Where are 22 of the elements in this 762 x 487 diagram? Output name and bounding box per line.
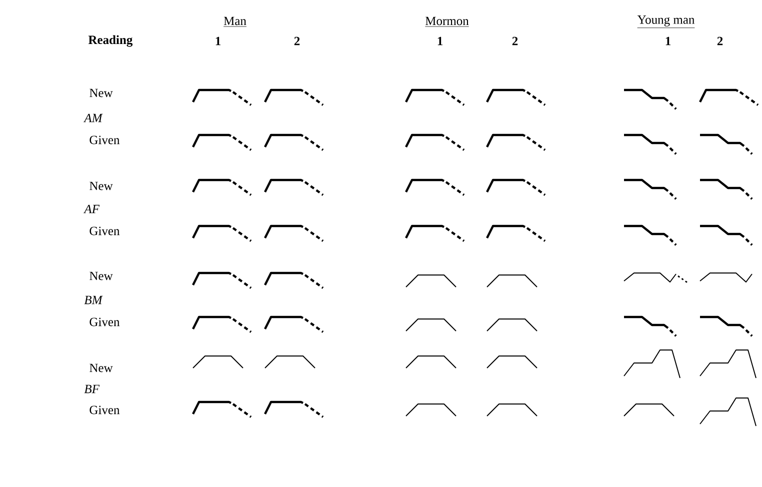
row-label: Given: [90, 226, 120, 236]
column-heading: 1: [438, 36, 442, 46]
row-label: Given: [90, 136, 120, 144]
column-heading: 2: [717, 36, 723, 46]
row-label: Given: [90, 406, 120, 414]
row-label: New: [90, 364, 113, 372]
column-heading: Mormon: [424, 16, 470, 27]
row-heading: BF: [84, 384, 100, 394]
column-heading: Young man: [637, 16, 695, 28]
column-heading: 1: [216, 36, 220, 46]
row-label: New: [90, 88, 113, 98]
row-label: New: [90, 182, 113, 190]
column-heading: Reading: [88, 35, 133, 47]
column-heading: 2: [294, 36, 300, 46]
column-heading: 1: [666, 36, 670, 46]
row-heading: AF: [84, 204, 100, 214]
row-heading: AM: [84, 114, 103, 122]
row-heading: BM: [84, 296, 103, 304]
column-heading: 2: [512, 36, 518, 46]
row-label: Given: [90, 318, 120, 326]
column-heading: Man: [223, 16, 247, 27]
row-label: New: [90, 272, 113, 280]
